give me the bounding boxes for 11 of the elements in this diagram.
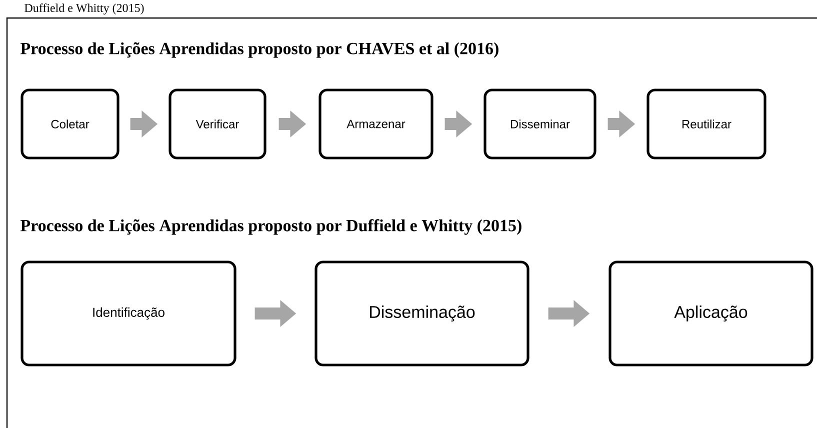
caption-text: Duffield e Whitty (2015) bbox=[24, 3, 144, 15]
process-box: Aplicação bbox=[608, 260, 814, 366]
section-heading: Processo de Lições Aprendidas proposto por Duffield e Whitty (2015) bbox=[20, 219, 522, 235]
process-box: Disseminar bbox=[484, 88, 596, 160]
section-heading: Processo de Lições Aprendidas proposto por CHAVES et al (2016) bbox=[20, 42, 498, 58]
process-box: Disseminação bbox=[314, 260, 530, 366]
process-box: Verificar bbox=[168, 88, 266, 160]
process-box: Identificação bbox=[20, 260, 236, 366]
process-box: Coletar bbox=[20, 88, 120, 160]
process-box: Armazenar bbox=[318, 88, 434, 160]
process-box: Reutilizar bbox=[646, 88, 766, 160]
